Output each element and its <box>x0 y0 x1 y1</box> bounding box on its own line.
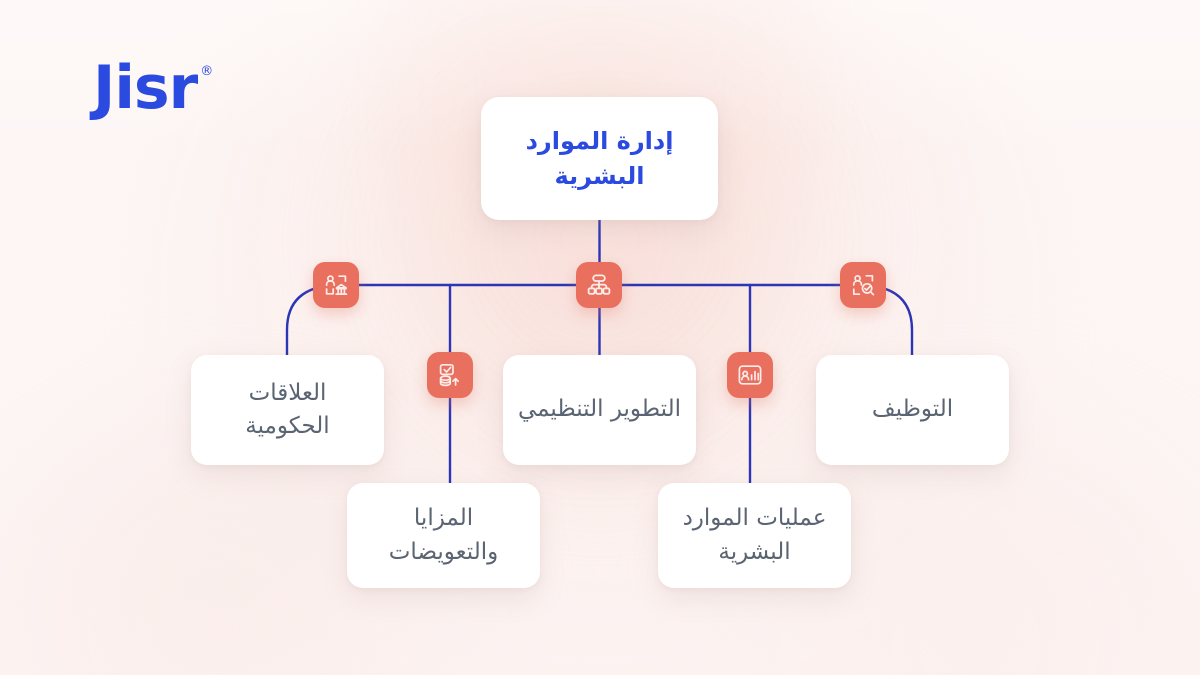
node-hr-operations-label: عمليات الموارد البشرية <box>682 505 827 565</box>
node-government-relations-label: العلاقات الحكومية <box>245 379 330 439</box>
node-organizational-development[interactable]: التطوير التنظيمي <box>503 355 696 465</box>
registered-trademark-symbol: ® <box>200 64 214 79</box>
node-recruitment-label: التوظيف <box>871 396 954 423</box>
node-benefits-compensation-label: المزايا والتعويضات <box>388 505 499 565</box>
node-benefits-compensation[interactable]: المزايا والتعويضات <box>347 483 540 588</box>
node-hr-management-label: إدارة الموارد البشرية <box>525 126 674 190</box>
node-organizational-development-label: التطوير التنظيمي <box>517 396 682 423</box>
node-government-relations[interactable]: العلاقات الحكومية <box>191 355 384 465</box>
coins-payment-icon[interactable] <box>427 352 473 398</box>
jisr-logo: Jisr ® <box>93 58 213 118</box>
person-government-building-icon[interactable] <box>313 262 359 308</box>
org-hierarchy-icon[interactable] <box>576 262 622 308</box>
jisr-wordmark: Jisr <box>93 53 198 123</box>
presentation-chart-icon[interactable] <box>727 352 773 398</box>
node-recruitment[interactable]: التوظيف <box>816 355 1009 465</box>
node-hr-operations[interactable]: عمليات الموارد البشرية <box>658 483 851 588</box>
person-search-icon[interactable] <box>840 262 886 308</box>
node-hr-management[interactable]: إدارة الموارد البشرية <box>481 97 718 220</box>
